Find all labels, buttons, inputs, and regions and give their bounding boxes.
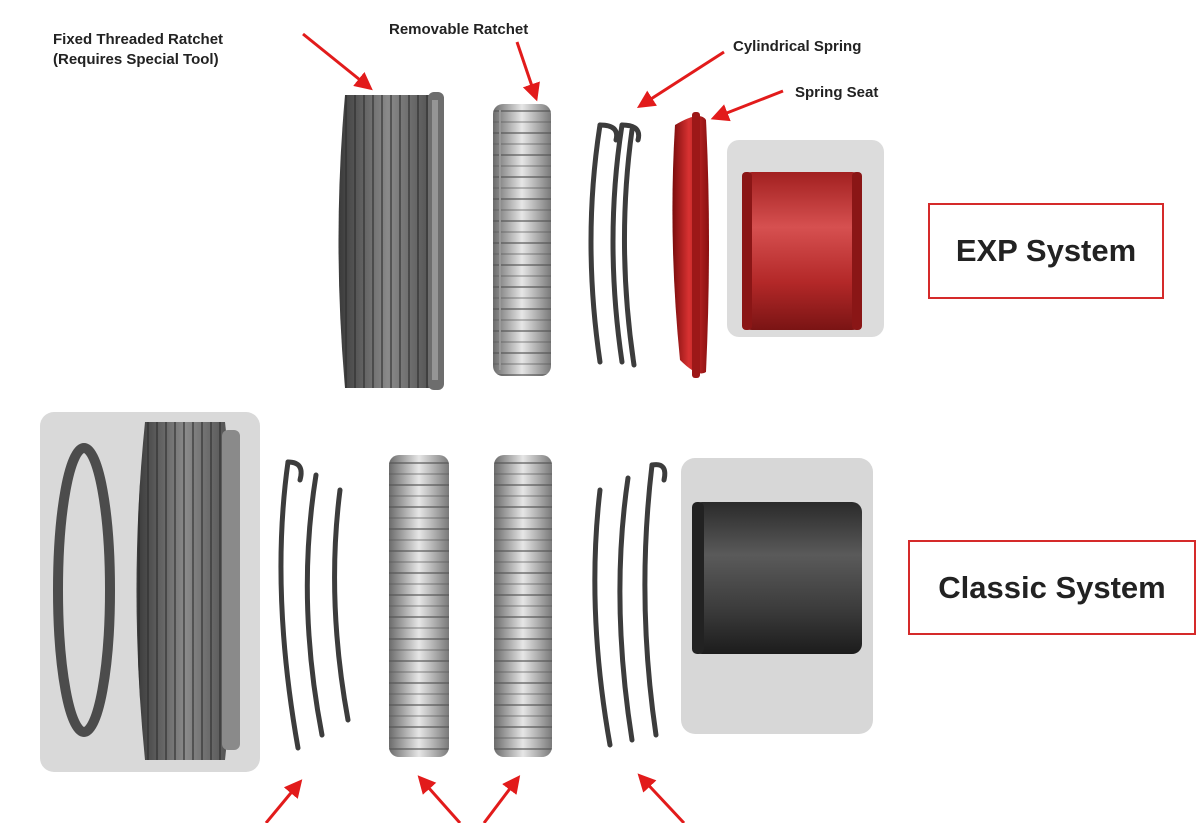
classic-ratchet-b [494, 455, 552, 757]
label-fixed-threaded-ratchet-line1: Fixed Threaded Ratchet [53, 31, 224, 48]
classic-ratchet-a [389, 455, 449, 757]
label-spring-seat: Spring Seat [795, 84, 879, 101]
exp-system-box: EXP System [928, 203, 1164, 299]
exp-fixed-threaded-ratchet [338, 92, 444, 390]
classic-left-panel [40, 412, 260, 772]
arrow-fixed-ratchet [302, 32, 373, 91]
label-removable-ratchet: Removable Ratchet [389, 21, 529, 38]
arrow-spring-seat [710, 89, 784, 122]
classic-spring-right [592, 462, 668, 748]
classic-spring-left [278, 459, 351, 751]
label-cylindrical-spring: Cylindrical Spring [733, 38, 862, 55]
classic-cylinder-panel [681, 458, 873, 734]
arrow-bottom-ratchet-b [482, 775, 521, 823]
exp-cylinder-panel [727, 140, 884, 337]
classic-system-box: Classic System [908, 540, 1196, 635]
arrow-bottom-spring-left [264, 779, 303, 823]
exp-removable-ratchet [493, 104, 551, 376]
arrow-bottom-spring-right [637, 773, 686, 823]
callout-arrows [264, 32, 784, 823]
arrow-removable-ratchet [515, 41, 540, 102]
exp-spring-seat [672, 112, 709, 378]
exp-cylindrical-spring [588, 122, 642, 368]
arrow-cylindrical-spring [636, 50, 725, 108]
label-fixed-threaded-ratchet-line2: (Requires Special Tool) [53, 51, 219, 68]
arrow-bottom-ratchet-a [417, 775, 462, 823]
